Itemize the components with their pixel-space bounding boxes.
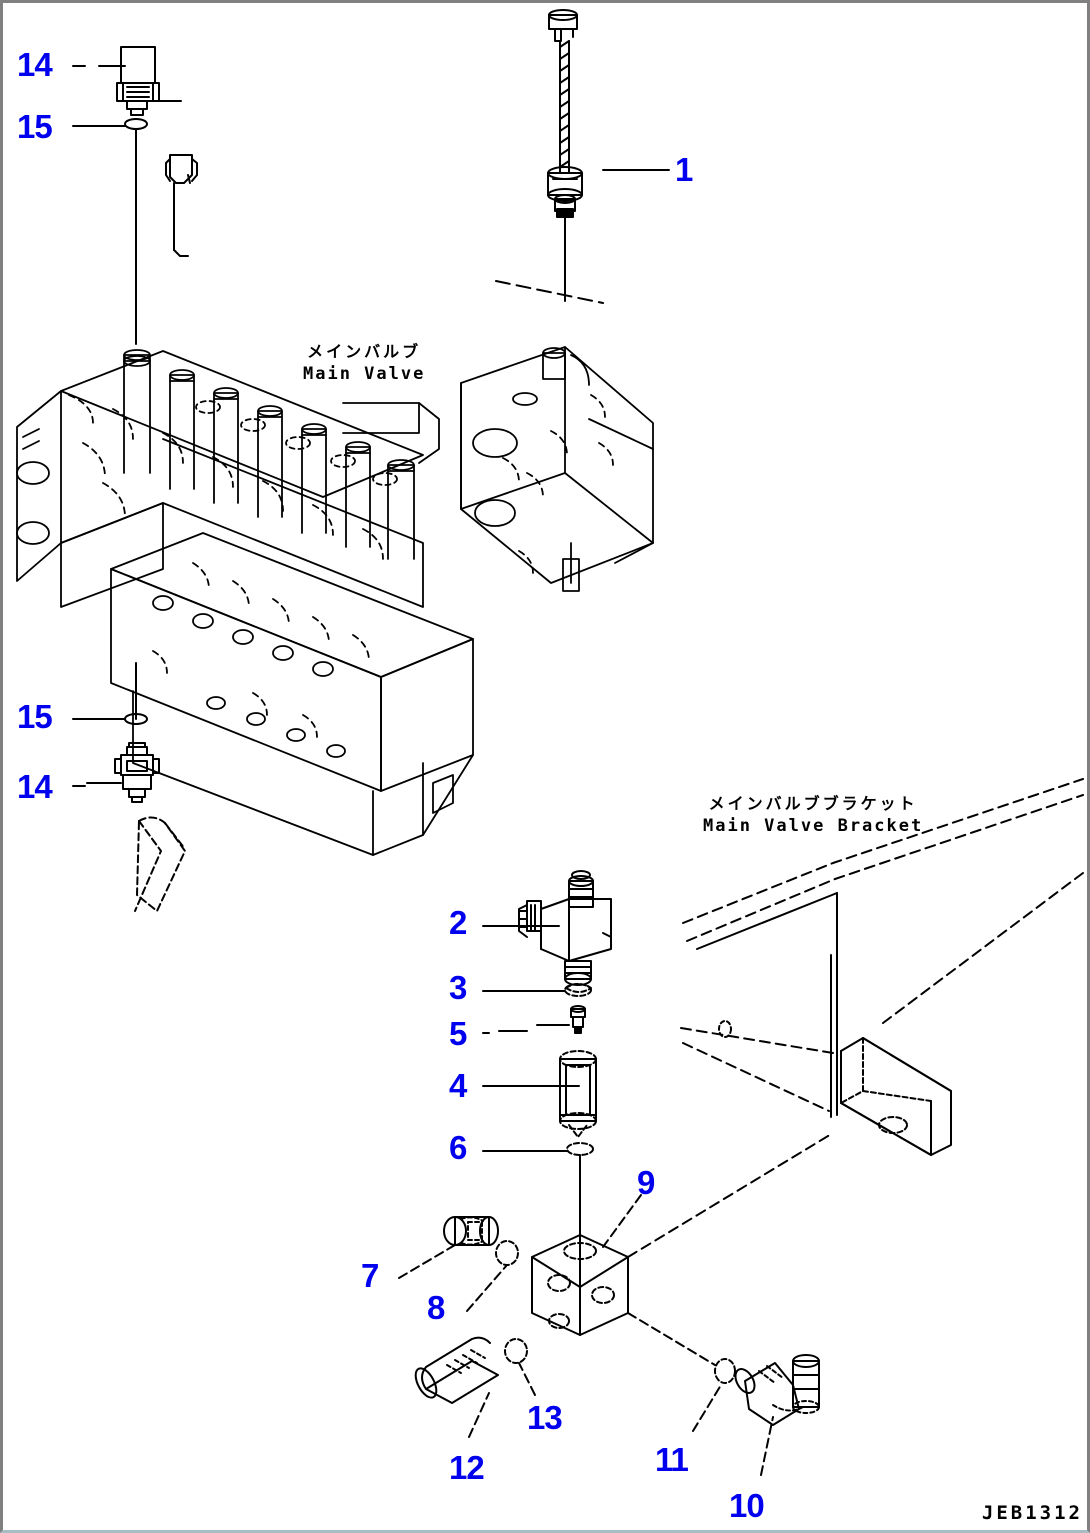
callout-2[interactable]: 2	[449, 904, 467, 941]
part-3-oring	[564, 983, 592, 997]
callout-3[interactable]: 3	[449, 969, 467, 1006]
callout-13[interactable]: 13	[527, 1399, 563, 1436]
callout-5[interactable]: 5	[449, 1015, 467, 1052]
part-6-oring	[566, 1142, 594, 1156]
part-15-upper-oring	[124, 118, 148, 130]
leader-10	[760, 1416, 774, 1476]
leader-9	[602, 1194, 642, 1248]
part-1-sensor-assembly	[495, 9, 604, 304]
callout-7[interactable]: 7	[361, 1257, 379, 1294]
part-4-filter-element	[559, 1050, 597, 1138]
clip-lower	[134, 816, 186, 912]
part-5-plug	[570, 1005, 586, 1034]
leader-7	[398, 1244, 456, 1279]
main-valve-bracket	[627, 778, 1084, 1258]
leader-11	[692, 1384, 722, 1432]
group-label-main-valve: メインバルブ Main Valve	[303, 341, 425, 386]
part-7-fitting	[443, 1216, 499, 1246]
callout-14-lower[interactable]: 14	[17, 768, 53, 805]
callout-1[interactable]: 1	[675, 151, 693, 188]
part-2-valve-body	[518, 870, 612, 986]
callout-10[interactable]: 10	[729, 1487, 765, 1524]
callout-15-upper[interactable]: 15	[17, 108, 53, 145]
main-valve-end-section	[460, 346, 654, 592]
callout-6[interactable]: 6	[449, 1129, 467, 1166]
part-9-junction-block	[531, 1234, 629, 1336]
page-code: JEB1312	[981, 1502, 1083, 1524]
leader-13	[518, 1362, 536, 1396]
part-11-oring	[714, 1358, 736, 1384]
group-label-bracket-en: Main Valve Bracket	[703, 815, 924, 836]
diagram-canvas	[16, 9, 1084, 1476]
group-label-bracket-jp: メインバルブブラケット	[708, 794, 918, 813]
callout-9[interactable]: 9	[637, 1164, 655, 1201]
main-valve-body	[16, 349, 474, 856]
part-14-upper-switch	[116, 46, 182, 116]
group-label-main-valve-jp: メインバルブ	[307, 342, 422, 361]
part-14-lower-switch	[86, 742, 160, 803]
callout-14-upper[interactable]: 14	[17, 46, 53, 83]
part-13-oring	[504, 1338, 528, 1364]
part-12-bolt	[414, 1336, 499, 1404]
group-label-main-valve-en: Main Valve	[303, 363, 426, 384]
part-8-oring	[495, 1240, 519, 1266]
group-label-main-valve-bracket: メインバルブブラケット Main Valve Bracket	[703, 793, 923, 838]
clip-upper	[165, 154, 198, 257]
leader-12	[468, 1392, 490, 1438]
leader-8	[466, 1264, 508, 1312]
part-10-elbow-fitting	[734, 1354, 820, 1426]
callout-4[interactable]: 4	[449, 1067, 467, 1104]
callout-15-lower[interactable]: 15	[17, 698, 53, 735]
callout-12[interactable]: 12	[449, 1449, 485, 1486]
callout-8[interactable]: 8	[427, 1289, 445, 1326]
callout-11[interactable]: 11	[655, 1441, 689, 1478]
link-block-to-11	[627, 1312, 716, 1366]
